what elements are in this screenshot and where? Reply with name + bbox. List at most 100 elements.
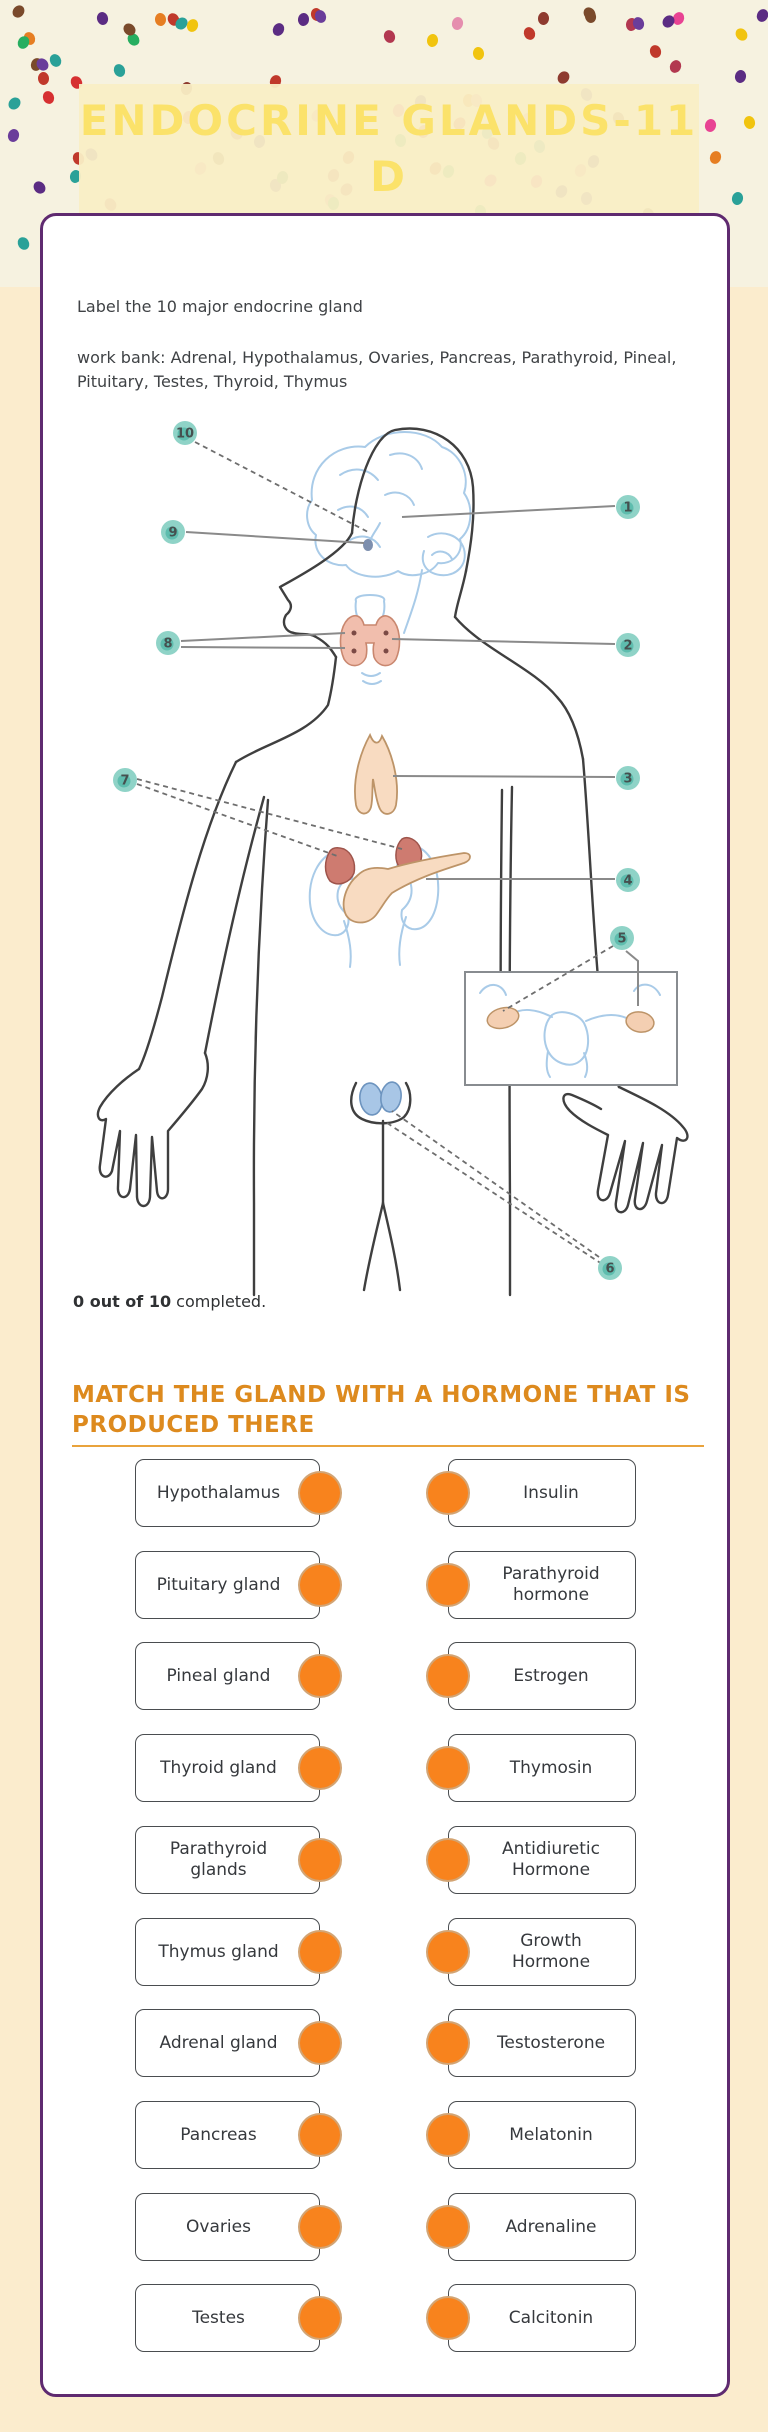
match-left-item[interactable]: Testes xyxy=(135,2284,320,2352)
label-markers: 1 2 3 4 5 6 7 8 9 10 xyxy=(113,421,640,1280)
match-right-connector-dot[interactable] xyxy=(426,1746,470,1790)
worksheet-title-line2: D xyxy=(370,151,408,201)
match-right-connector-dot[interactable] xyxy=(426,2113,470,2157)
confetti-dot xyxy=(47,52,64,69)
match-right-item[interactable]: Growth Hormone xyxy=(448,1918,636,1986)
match-right-connector-dot[interactable] xyxy=(426,2205,470,2249)
testes-illustration xyxy=(350,1081,412,1125)
confetti-dot xyxy=(30,178,48,196)
label-marker-3[interactable]: 3 xyxy=(616,766,640,790)
confetti-dot xyxy=(708,149,724,166)
match-right-item[interactable]: Insulin xyxy=(448,1459,636,1527)
match-right-item[interactable]: Thymosin xyxy=(448,1734,636,1802)
confetti-dot xyxy=(742,115,757,131)
match-left-item[interactable]: Hypothalamus xyxy=(135,1459,320,1527)
label-marker-4[interactable]: 4 xyxy=(616,868,640,892)
confetti-dot xyxy=(754,7,768,24)
match-left-connector-dot[interactable] xyxy=(298,2296,342,2340)
progress-count: 0 out of 10 xyxy=(73,1292,172,1311)
svg-text:8: 8 xyxy=(163,637,172,652)
label-marker-1[interactable]: 1 xyxy=(616,495,640,519)
confetti-dot xyxy=(471,46,485,61)
confetti-dot xyxy=(270,21,287,38)
match-left-item[interactable]: Parathyroid glands xyxy=(135,1826,320,1894)
confetti-dot xyxy=(5,95,23,113)
svg-text:5: 5 xyxy=(617,932,626,947)
match-left-item[interactable]: Pineal gland xyxy=(135,1642,320,1710)
svg-text:10: 10 xyxy=(176,427,194,442)
leader-lines xyxy=(136,441,639,1265)
match-right-connector-dot[interactable] xyxy=(426,1930,470,1974)
label-task-instruction: Label the 10 major endocrine gland xyxy=(77,297,363,316)
match-right-item[interactable]: Calcitonin xyxy=(448,2284,636,2352)
match-right-item[interactable]: Testosterone xyxy=(448,2009,636,2077)
label-marker-5[interactable]: 5 xyxy=(610,926,634,950)
confetti-dot xyxy=(40,89,56,106)
match-right-connector-dot[interactable] xyxy=(426,2021,470,2065)
label-marker-10[interactable]: 10 xyxy=(173,421,197,445)
confetti-dot xyxy=(537,11,550,26)
match-left-item[interactable]: Thyroid gland xyxy=(135,1734,320,1802)
match-right-connector-dot[interactable] xyxy=(426,1654,470,1698)
match-left-connector-dot[interactable] xyxy=(298,2113,342,2157)
match-left-connector-dot[interactable] xyxy=(298,2021,342,2065)
confetti-dot xyxy=(703,117,718,134)
thymus-gland-illustration xyxy=(354,732,398,815)
confetti-dot xyxy=(730,190,745,206)
match-right-item[interactable]: Melatonin xyxy=(448,2101,636,2169)
match-left-item[interactable]: Pancreas xyxy=(135,2101,320,2169)
confetti-dot xyxy=(521,25,538,43)
match-right-item[interactable]: Estrogen xyxy=(448,1642,636,1710)
match-right-connector-dot[interactable] xyxy=(426,2296,470,2340)
pancreas-illustration xyxy=(342,852,471,924)
svg-text:7: 7 xyxy=(120,774,129,789)
label-marker-6[interactable]: 6 xyxy=(598,1256,622,1280)
match-right-item[interactable]: Antidiuretic Hormone xyxy=(448,1826,636,1894)
match-right-item[interactable]: Adrenaline xyxy=(448,2193,636,2261)
confetti-dot xyxy=(667,58,684,75)
confetti-dot xyxy=(185,17,201,34)
confetti-dot xyxy=(10,2,28,20)
match-left-item[interactable]: Adrenal gland xyxy=(135,2009,320,2077)
svg-text:9: 9 xyxy=(168,526,177,541)
endocrine-body-diagram[interactable]: 1 2 3 4 5 6 7 8 9 10 xyxy=(40,405,730,1310)
match-right-connector-dot[interactable] xyxy=(426,1838,470,1882)
confetti-dot xyxy=(312,8,328,25)
match-left-connector-dot[interactable] xyxy=(298,1930,342,1974)
confetti-dot xyxy=(37,71,50,86)
confetti-dot xyxy=(111,62,128,79)
confetti-dot xyxy=(450,16,465,32)
left-ovary-illustration xyxy=(486,1006,520,1030)
match-left-connector-dot[interactable] xyxy=(298,1746,342,1790)
word-bank-text: work bank: Adrenal, Hypothalamus, Ovarie… xyxy=(77,348,677,391)
ovaries-inset xyxy=(464,971,678,1086)
match-left-item[interactable]: Thymus gland xyxy=(135,1918,320,1986)
svg-text:3: 3 xyxy=(623,772,632,787)
adrenal-glands-illustration xyxy=(324,836,423,885)
thyroid-gland-illustration xyxy=(339,614,401,667)
match-left-item[interactable]: Ovaries xyxy=(135,2193,320,2261)
label-marker-9[interactable]: 9 xyxy=(161,520,185,544)
match-section-heading: MATCH THE GLAND WITH A HORMONE THAT IS P… xyxy=(72,1382,691,1438)
progress-suffix: completed. xyxy=(171,1292,267,1311)
match-right-connector-dot[interactable] xyxy=(426,1471,470,1515)
body-outline xyxy=(96,427,689,1297)
match-left-connector-dot[interactable] xyxy=(298,1471,342,1515)
confetti-dot xyxy=(95,10,110,27)
match-left-connector-dot[interactable] xyxy=(298,1563,342,1607)
label-marker-8[interactable]: 8 xyxy=(156,631,180,655)
worksheet-title-banner: ENDOCRINE GLANDS-11 D xyxy=(79,84,699,213)
match-left-connector-dot[interactable] xyxy=(298,1654,342,1698)
confetti-dot xyxy=(648,43,663,60)
confetti-dot xyxy=(733,25,750,43)
match-right-connector-dot[interactable] xyxy=(426,1563,470,1607)
match-right-item[interactable]: Parathyroid hormone xyxy=(448,1551,636,1619)
label-marker-2[interactable]: 2 xyxy=(616,633,640,657)
confetti-dot xyxy=(15,234,32,252)
match-left-connector-dot[interactable] xyxy=(298,2205,342,2249)
match-left-connector-dot[interactable] xyxy=(298,1838,342,1882)
match-left-item[interactable]: Pituitary gland xyxy=(135,1551,320,1619)
right-ovary-illustration xyxy=(625,1011,655,1033)
section-divider xyxy=(72,1445,704,1447)
label-marker-7[interactable]: 7 xyxy=(113,768,137,792)
